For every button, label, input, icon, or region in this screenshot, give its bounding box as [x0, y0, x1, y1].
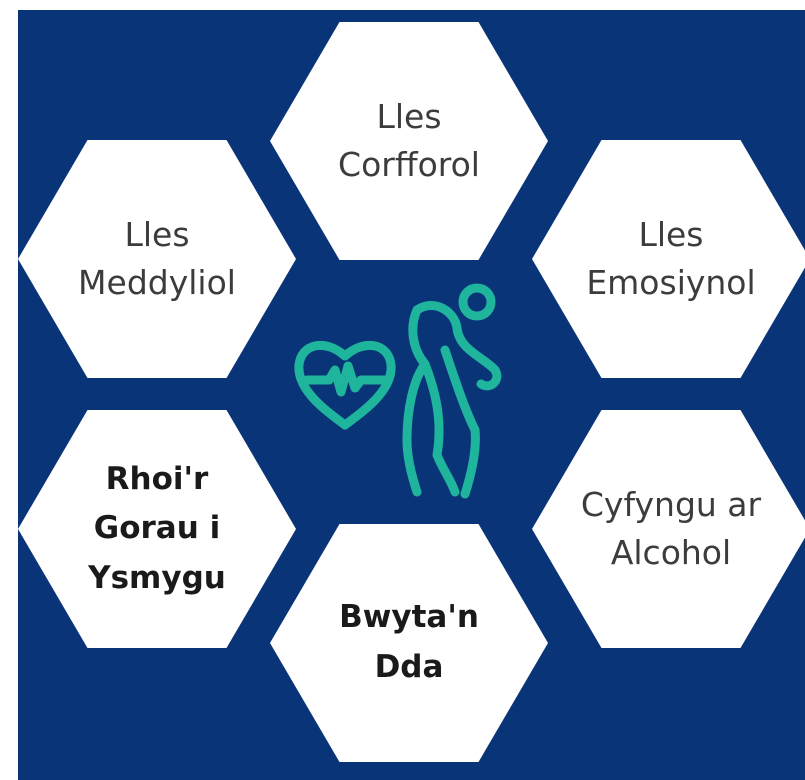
hexagon-eat-well: Bwyta'n Dda	[270, 524, 548, 762]
heart-icon	[294, 340, 396, 430]
person-head-icon	[458, 283, 496, 321]
hexagon-label: Lles Meddyliol	[78, 215, 236, 302]
person-body-icon	[402, 305, 480, 499]
person-arm-icon	[412, 301, 502, 391]
heart-and-person-wellbeing-icon	[294, 283, 502, 499]
hexagon-physical-wellbeing: Lles Corfforol	[270, 22, 548, 260]
hexagon-label: Cyfyngu ar Alcohol	[580, 485, 762, 572]
heartbeat-line-icon	[302, 361, 390, 397]
hexagon-label: Lles Emosiynol	[586, 215, 756, 302]
hexagon-label: Rhoi'r Gorau i Ysmygu	[88, 460, 226, 596]
hexagon-label: Bwyta'n Dda	[339, 599, 479, 685]
hexagon-label: Lles Corfforol	[338, 97, 480, 184]
